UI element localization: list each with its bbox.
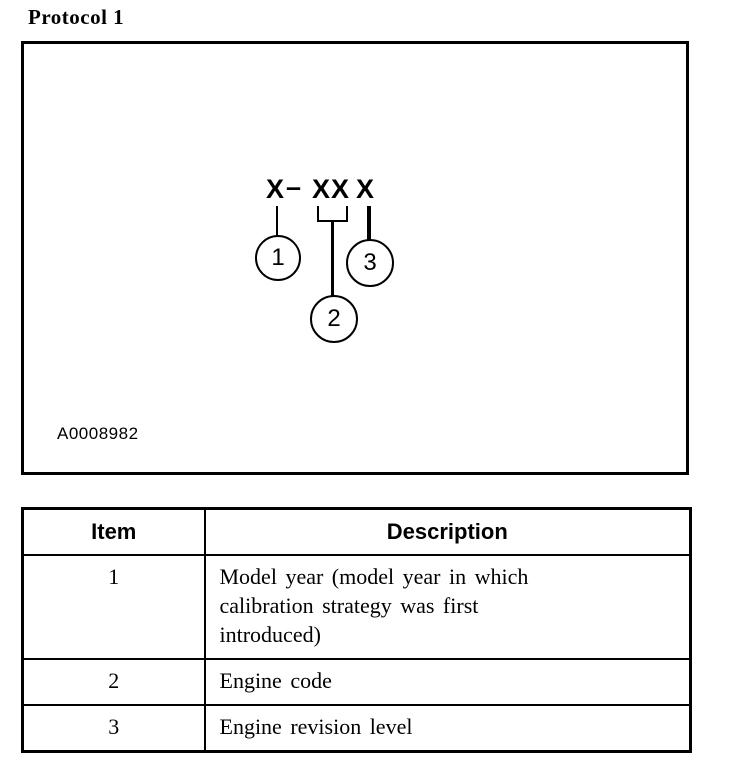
code-dash: –	[286, 172, 303, 202]
description-line: introduced)	[219, 622, 321, 647]
description-cell: Model year (model year in which calibrat…	[203, 554, 692, 660]
table-header-row: Item Description	[21, 507, 692, 556]
description-line: calibration strategy was first	[219, 593, 479, 618]
callout-3-number: 3	[363, 249, 377, 276]
callout-2-circle: 2	[310, 295, 358, 343]
table-header-item: Item	[21, 507, 206, 556]
description-cell: Engine code	[203, 658, 692, 706]
table-header-description: Description	[203, 507, 692, 556]
description-cell: Engine revision level	[203, 704, 692, 753]
callout-2-leader-line	[331, 220, 334, 296]
description-line: Engine code	[219, 668, 332, 693]
page-title: Protocol 1	[28, 5, 125, 29]
code-middle: XX	[312, 174, 351, 204]
callout-3-leader-line	[367, 206, 371, 240]
code-prefix: X	[266, 174, 286, 204]
table-row: 1 Model year (model year in which calibr…	[21, 554, 692, 660]
table-row: 2 Engine code	[21, 658, 692, 706]
callout-1-leader-line	[276, 206, 278, 236]
figure-panel: X – XX X 1 2 3 A0008982	[21, 41, 689, 475]
figure-id-label: A0008982	[57, 424, 139, 443]
item-description-table: Item Description 1 Model year (model yea…	[21, 507, 692, 753]
callout-1-number: 1	[271, 244, 285, 271]
callout-3-circle: 3	[346, 239, 394, 287]
item-cell: 1	[21, 554, 206, 660]
code-suffix: X	[356, 174, 376, 204]
callout-2-number: 2	[327, 305, 341, 332]
item-cell: 2	[21, 658, 206, 706]
table-row: 3 Engine revision level	[21, 704, 692, 753]
item-cell: 3	[21, 704, 206, 753]
description-line: Model year (model year in which	[219, 564, 529, 589]
description-line: Engine revision level	[219, 714, 413, 739]
callout-1-circle: 1	[255, 235, 301, 281]
